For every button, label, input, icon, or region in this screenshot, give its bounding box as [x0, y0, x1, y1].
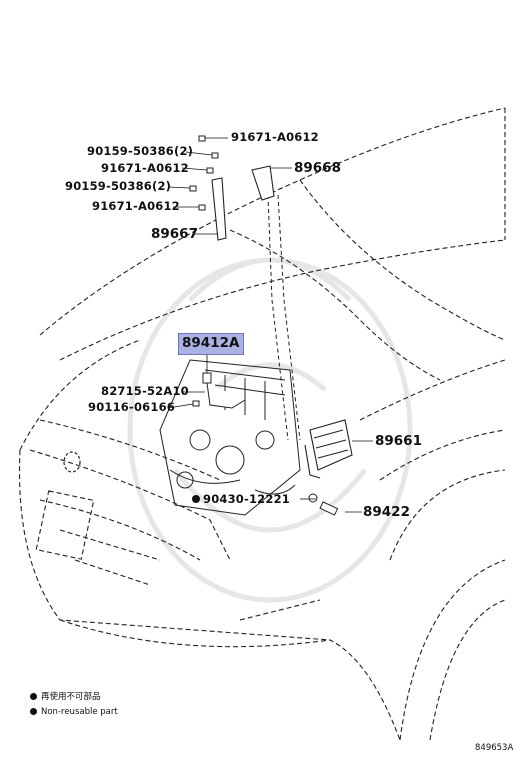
- harness-path: [219, 194, 301, 441]
- leader-lines: [167, 137, 373, 513]
- label-91671-A0612-low[interactable]: 91671-A0612: [92, 199, 180, 213]
- label-89667[interactable]: 89667: [151, 226, 198, 242]
- bracket-89667: [211, 177, 227, 241]
- label-91671-A0612-top[interactable]: 91671-A0612: [231, 130, 319, 144]
- label-90159-50386-a[interactable]: 90159-50386(2): [87, 144, 194, 158]
- label-90159-50386-b[interactable]: 90159-50386(2): [65, 179, 172, 193]
- label-91671-A0612-mid[interactable]: 91671-A0612: [101, 161, 189, 175]
- figure-id: 849653A: [475, 743, 514, 753]
- engine: [159, 359, 301, 516]
- ecu-89661: [304, 419, 353, 479]
- non-reusable-dot-icon: [192, 495, 200, 503]
- watermark: [127, 257, 413, 603]
- legend-dot-icon: [30, 708, 37, 715]
- sensor-89422: [308, 493, 339, 516]
- bolts: [189, 135, 219, 407]
- label-90430-12221[interactable]: 90430-12221: [192, 492, 290, 506]
- label-89422[interactable]: 89422: [363, 504, 410, 520]
- label-89661[interactable]: 89661: [375, 433, 422, 449]
- legend-jp: 再使用不可部品: [30, 693, 101, 702]
- label-82715-52A10[interactable]: 82715-52A10: [101, 384, 189, 398]
- car-body-outline: [18, 107, 506, 741]
- label-90116-06166[interactable]: 90116-06166: [88, 400, 175, 414]
- label-89412A-highlighted[interactable]: 89412A: [178, 333, 245, 355]
- label-89668[interactable]: 89668: [294, 160, 341, 176]
- legend-en-text: Non-reusable part: [41, 707, 118, 717]
- bracket-89668: [251, 165, 275, 201]
- label-90430-12221-text: 90430-12221: [203, 492, 290, 506]
- brand-emblem: [63, 451, 81, 473]
- license-plate: [35, 490, 95, 560]
- legend-dot-icon: [30, 693, 37, 700]
- sensor-89412A: [202, 372, 246, 409]
- legend-jp-text: 再使用不可部品: [41, 692, 101, 702]
- legend-en: Non-reusable part: [30, 708, 118, 717]
